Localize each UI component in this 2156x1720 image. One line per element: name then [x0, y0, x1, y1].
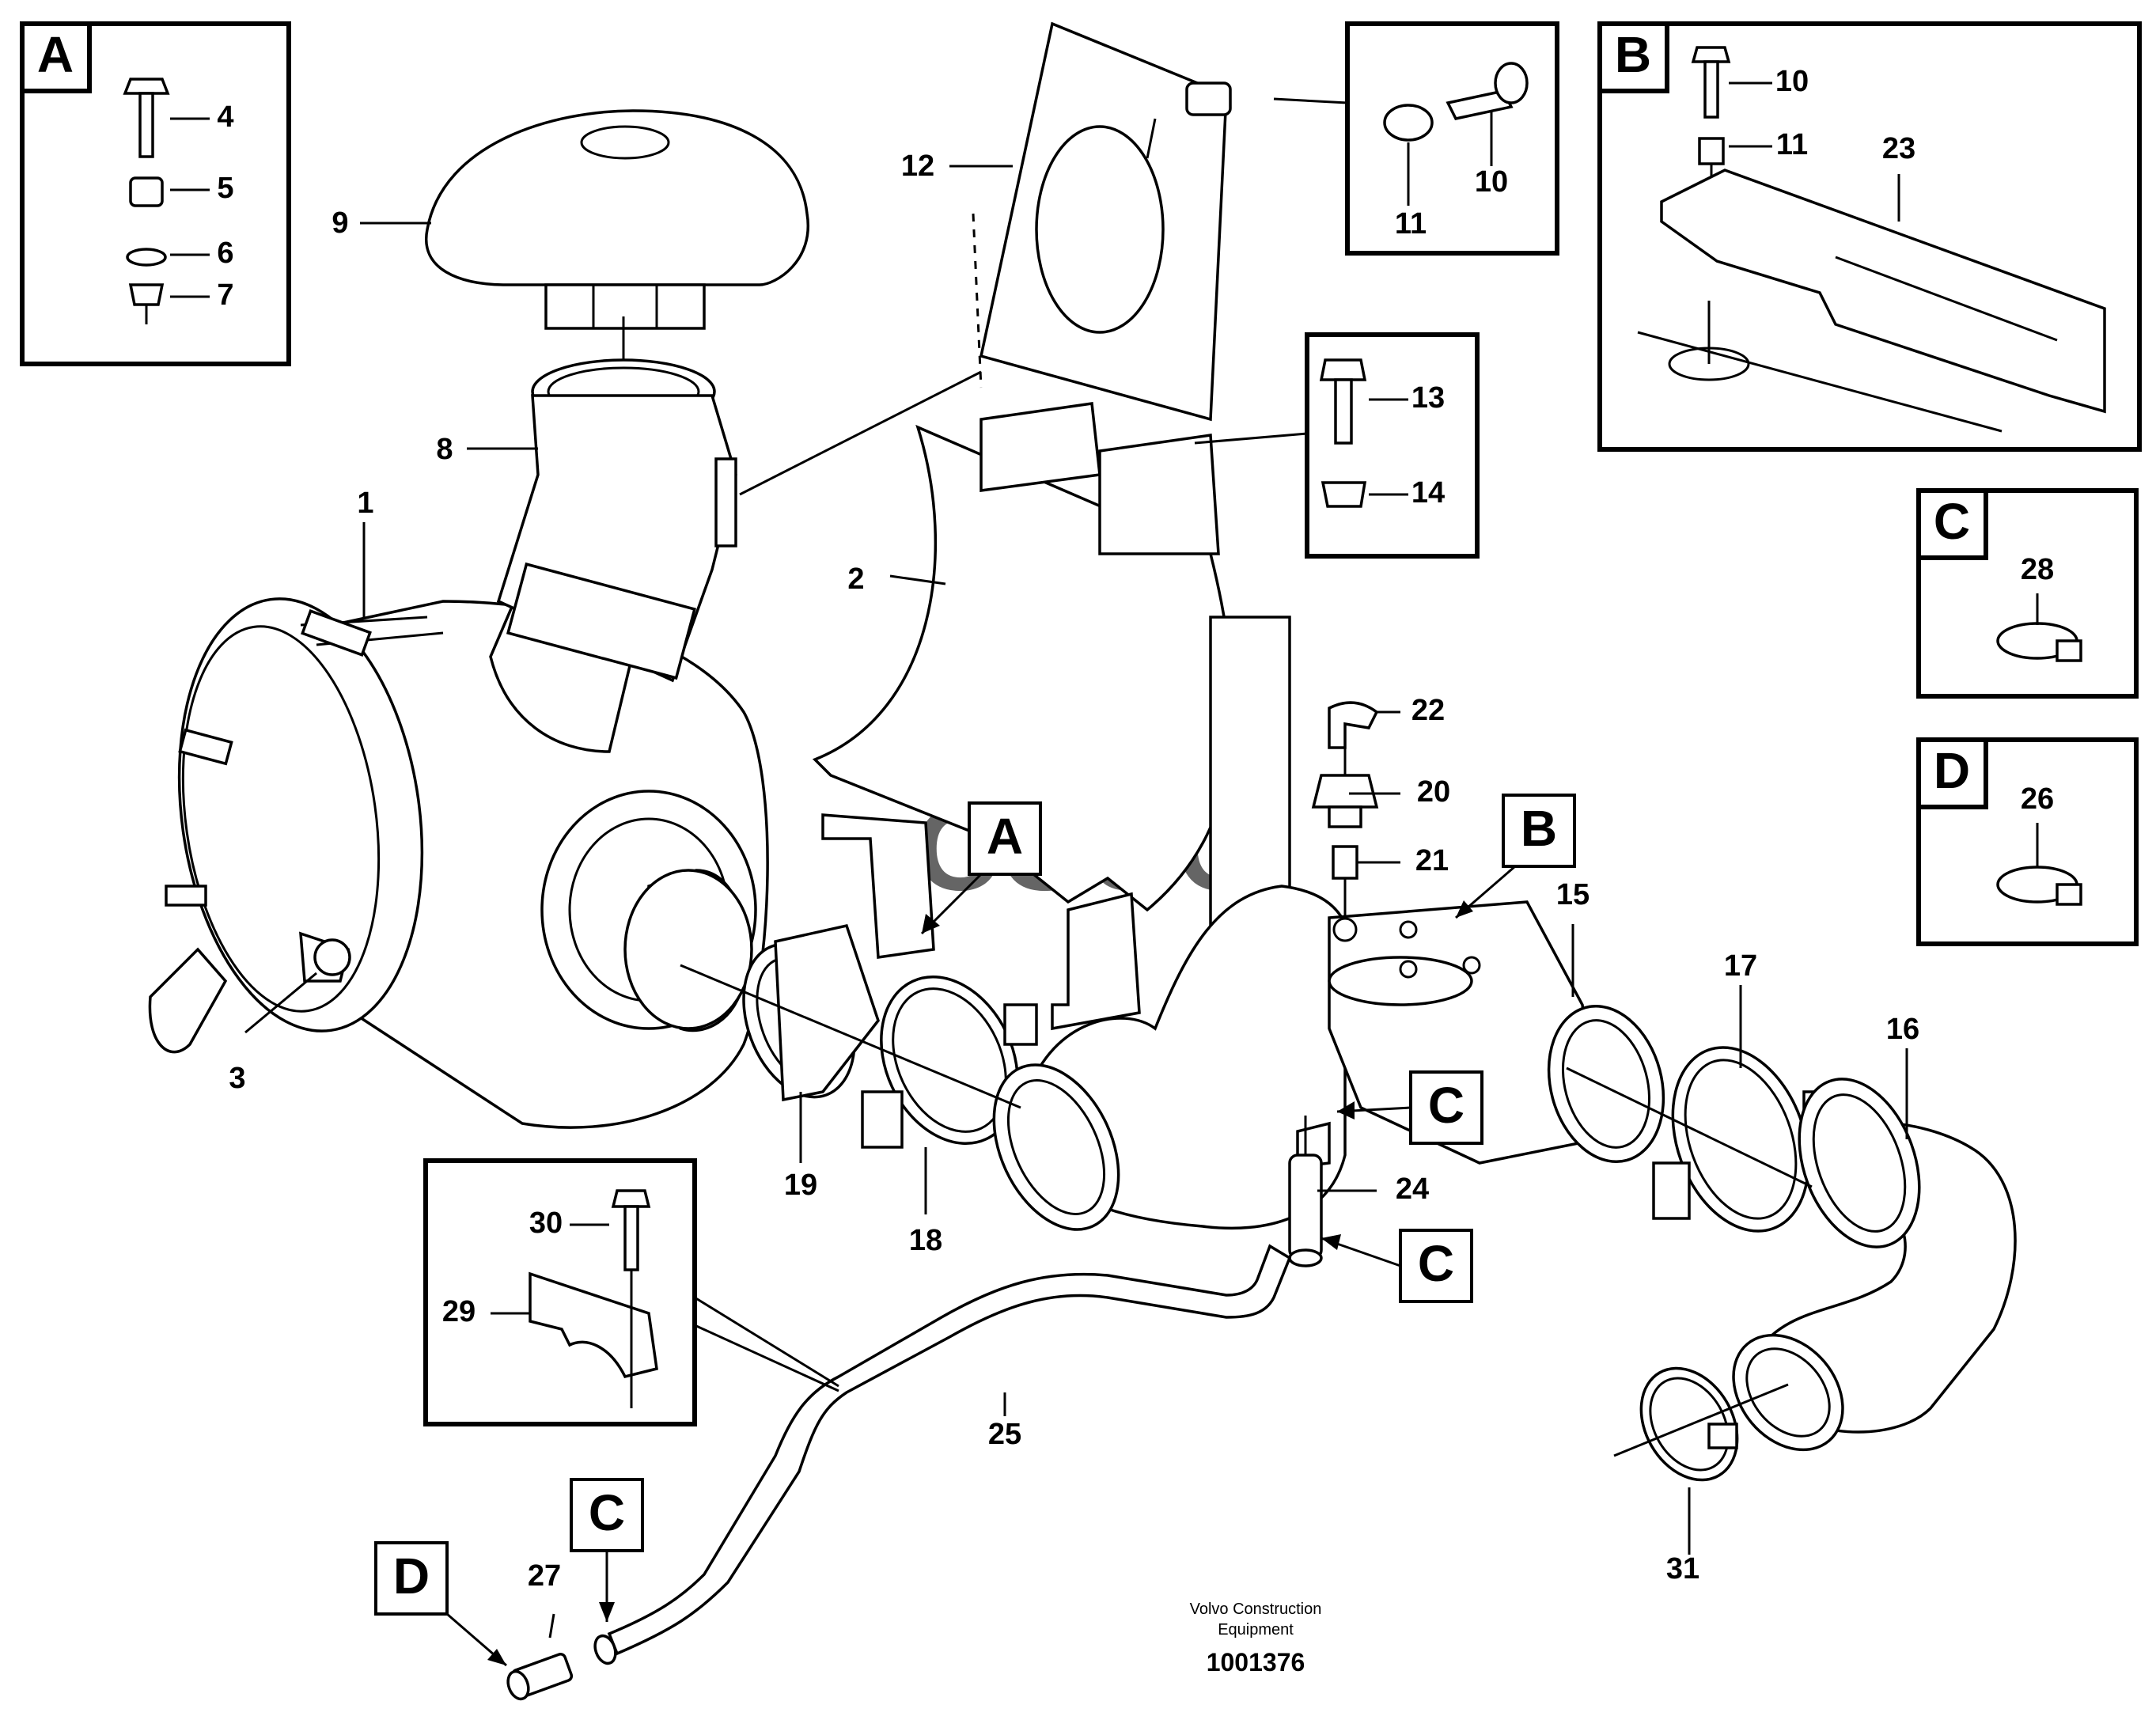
- leader-lines: [244, 165, 1908, 1639]
- callout-8: 8: [436, 433, 453, 466]
- marker-b: B: [1521, 800, 1557, 857]
- callout-30: 30: [529, 1207, 563, 1240]
- callout-19: 19: [784, 1169, 817, 1202]
- callout-23: 23: [1882, 132, 1915, 165]
- callout-9: 9: [332, 206, 348, 240]
- detail-view-a: A 4 5 6 7: [20, 21, 291, 366]
- marker-d: D: [393, 1548, 430, 1604]
- callout-21: 21: [1415, 844, 1449, 877]
- mounting-bracket: [972, 21, 1232, 422]
- callout-4: 4: [217, 100, 233, 134]
- callout-7: 7: [217, 278, 233, 312]
- shield-plate: [812, 402, 1291, 1031]
- credit-block: Volvo Construction Equipment 1001376: [1190, 1601, 1322, 1676]
- callout-12: 12: [901, 150, 934, 183]
- detail-view-c: C 28: [1916, 488, 2139, 699]
- marker-c-lower: C: [1418, 1235, 1454, 1292]
- callout-17: 17: [1724, 949, 1757, 983]
- callout-10-bracket: 10: [1475, 165, 1508, 199]
- detail-view-d: D 26: [1916, 737, 2139, 946]
- callout-29: 29: [442, 1295, 476, 1328]
- callout-13: 13: [1411, 381, 1445, 415]
- callout-15: 15: [1556, 878, 1590, 911]
- air-manifold: [1296, 900, 1665, 1169]
- callout-5: 5: [217, 172, 233, 205]
- rubber-valve: [506, 1634, 617, 1701]
- callout-2: 2: [847, 563, 864, 596]
- vacuator-hose: [607, 1244, 1292, 1656]
- publisher-line-2: Equipment: [1218, 1621, 1294, 1639]
- callout-14: 14: [1411, 476, 1445, 510]
- callout-11-bracket: 11: [1395, 207, 1427, 241]
- callout-1: 1: [357, 487, 373, 520]
- detail-a-letter: A: [37, 26, 74, 83]
- air-filter-housing: [148, 536, 769, 1129]
- callout-24: 24: [1396, 1173, 1429, 1206]
- detail-b-letter: B: [1615, 26, 1651, 83]
- marker-a: A: [987, 808, 1023, 865]
- marker-c-hose: C: [589, 1484, 625, 1541]
- inlet-elbow-pipe: [496, 316, 737, 683]
- callout-25: 25: [988, 1418, 1021, 1451]
- hose-clamp-31: [1613, 1366, 1789, 1482]
- detail-view-b: B 10 11 23: [1597, 21, 2142, 452]
- detail-view-flange-bolt: 13 14: [1194, 332, 1480, 559]
- callout-11-detail-b: 11: [1776, 128, 1808, 161]
- outlet-connector: [742, 923, 880, 1102]
- callout-10-detail-b: 10: [1775, 65, 1809, 98]
- callout-3: 3: [229, 1062, 245, 1095]
- callout-22: 22: [1411, 694, 1445, 727]
- leader-elbow-to-bracket: [739, 370, 982, 496]
- drawing-number: 1001376: [1207, 1648, 1305, 1676]
- centerline-outlet: [680, 964, 1021, 1109]
- publisher-line-1: Volvo Construction: [1190, 1601, 1322, 1618]
- detail-d-letter: D: [1934, 742, 1970, 799]
- marker-tags: A B C C C D: [374, 794, 1576, 1667]
- detail-view-bracket-bolt: 11 10: [1273, 21, 1559, 256]
- callout-6: 6: [217, 237, 233, 270]
- short-hose: [1288, 1116, 1323, 1267]
- callout-26: 26: [2021, 782, 2054, 816]
- intake-hose: [992, 885, 1352, 1231]
- callout-16: 16: [1886, 1013, 1919, 1046]
- outlet-elbow-hose: [1732, 1078, 2017, 1452]
- restriction-indicator: [1311, 701, 1379, 918]
- main-callouts: 1 2 3 8 9 12 15 16 17 18 19 20 21 22 24 …: [229, 150, 1919, 1593]
- precleaner-cap: [424, 109, 810, 330]
- callout-31: 31: [1666, 1552, 1699, 1586]
- detail-c-letter: C: [1934, 493, 1970, 550]
- callout-18: 18: [909, 1224, 942, 1257]
- centerline-manifold: [1566, 1066, 1813, 1188]
- callout-27: 27: [528, 1559, 561, 1593]
- callout-28: 28: [2021, 553, 2054, 586]
- band-clamp-18: [861, 975, 1038, 1149]
- callout-20: 20: [1417, 775, 1450, 809]
- detail-view-pipe-clamp: 30 29: [423, 1158, 839, 1426]
- marker-c-upper: C: [1428, 1077, 1464, 1134]
